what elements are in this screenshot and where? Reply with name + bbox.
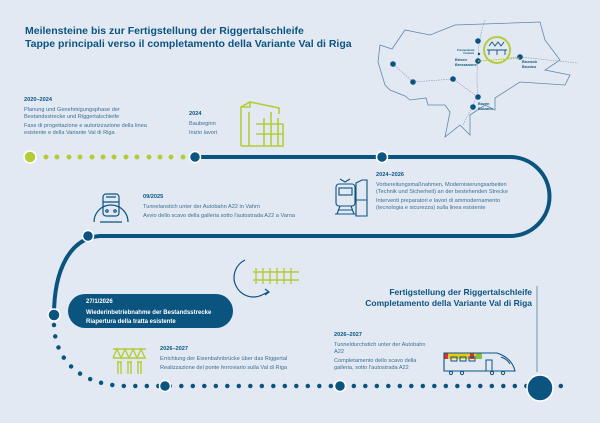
milestone-text-de: Planung und Genehmigungsphase der Bestan… — [24, 107, 120, 120]
milestone-year: 2026–2027 — [334, 332, 362, 338]
city-it: Bressanone — [455, 62, 477, 67]
milestone-2020-2024: 2020–2024 Planung und Genehmigungsphase … — [24, 97, 159, 139]
milestone-text-it: Completamento dello scavo della galleria… — [334, 358, 417, 371]
milestone-text-de: Tunnelanstich unter der Autobahn A22 in … — [143, 204, 260, 210]
city-de: Brixen — [455, 58, 467, 62]
final-marker[interactable] — [526, 374, 554, 402]
milestone-2024: 2024 Baubeginn Inizio lavori — [189, 111, 239, 139]
high-speed-train-icon — [443, 352, 516, 376]
milestone-year: 09/2025 — [143, 194, 164, 200]
city-it: Bolzano — [478, 106, 493, 111]
city-de: Bruneck — [522, 60, 538, 64]
final-de: Fertigstellung der Riggertalschleife — [389, 287, 532, 297]
map-stations — [390, 38, 523, 110]
map-bridge-icon — [487, 41, 507, 55]
tunnel-train-icon — [93, 193, 129, 223]
milestone-text-it: Avvio dello scavo della galleria sotto l… — [143, 213, 295, 219]
city-it: Brunico — [522, 64, 537, 69]
milestone-bridge-2026-2027: 2026–2027 Errichtung der Eisenbahnbrücke… — [160, 346, 340, 374]
final-milestone: Fertigstellung der Riggertalschleife Com… — [365, 287, 532, 309]
page-title: Meilensteine bis zur Fertigstellung der … — [25, 25, 352, 51]
milestone-09-2025: 09/2025 Tunnelanstich unter der Autobahn… — [143, 194, 328, 222]
milestone-text-de: Tunneldurchstich unter der Autobahn A22 — [334, 342, 426, 355]
milestone-2024-2026: 2024–2026 Vorbereitungsmaßnahmen, Modern… — [376, 172, 526, 214]
milestone-year: 2020–2024 — [24, 97, 52, 103]
city-it: Fortezza — [463, 52, 474, 55]
planning-dots — [23, 150, 186, 164]
milestone-27-1-2026: 27/1/2026 Wiederinbetriebnahme der Besta… — [68, 294, 233, 328]
milestone-text-de: Wiederinbetriebnahme der Bestandsstrecke — [86, 310, 212, 316]
milestone-tunnel-2026-2027: 2026–2027 Tunneldurchstich unter der Aut… — [334, 332, 429, 374]
title-de: Meilensteine bis zur Fertigstellung der … — [25, 25, 304, 37]
milestone-text-de: Errichtung der Eisenbahnbrücke über das … — [160, 356, 288, 362]
milestone-year: 27/1/2026 — [86, 299, 113, 305]
milestone-text-it: Fase di progettazione e autorizzazione d… — [24, 123, 147, 136]
crane-icon — [240, 101, 284, 147]
bridge-icon — [112, 347, 146, 374]
milestone-text-it: Inizio lavori — [189, 130, 217, 136]
region-map — [377, 21, 571, 138]
milestone-text-it: Interventi preparatori e lavori di ammod… — [376, 198, 501, 211]
train-station-icon — [335, 178, 368, 217]
timeline-dotted-path — [51, 322, 568, 389]
milestone-year: 2024–2026 — [376, 172, 404, 178]
city-de: Franzensfeste — [457, 49, 475, 52]
milestone-year: 2026–2027 — [160, 346, 188, 352]
title-it: Tappe principali verso il completamento … — [25, 38, 352, 50]
final-it: Completamento della Variante Val di Riga — [365, 298, 532, 308]
milestone-markers — [47, 150, 389, 393]
track-cycle-icon — [233, 259, 299, 298]
timeline-solid-path — [52, 155, 552, 316]
milestone-text-it: Riapertura della tratta esistente — [86, 319, 176, 325]
city-de: Bozen — [478, 102, 490, 106]
milestone-text-de: Baubeginn — [189, 121, 216, 127]
milestone-year: 2024 — [189, 111, 202, 117]
milestone-text-it: Realizzazione del ponte ferroviario sull… — [160, 365, 288, 371]
milestone-text-de: Vorbereitungsmaßnahmen, Modernisierungsa… — [376, 182, 508, 195]
